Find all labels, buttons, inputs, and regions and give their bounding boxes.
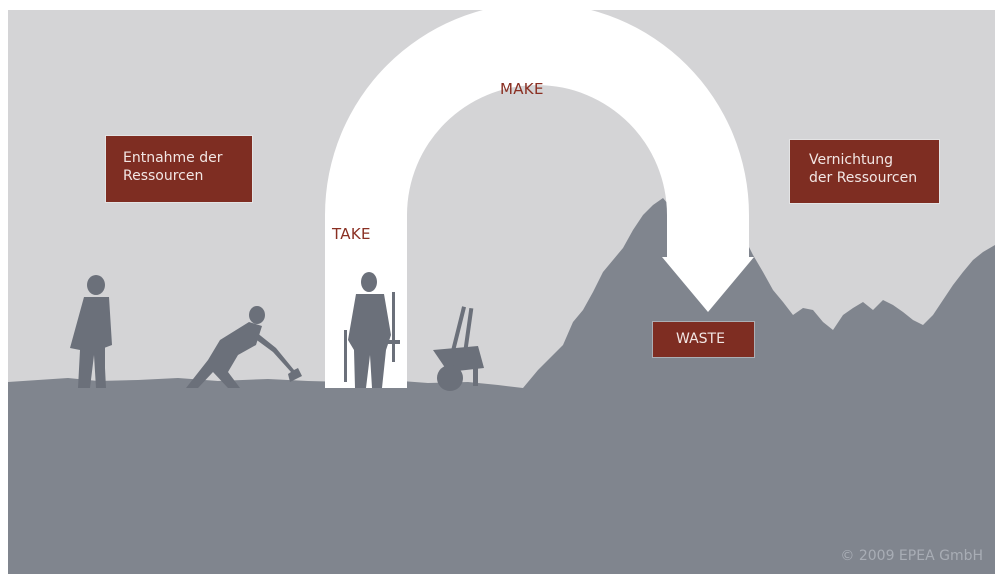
wheelbarrow-icon (433, 306, 484, 391)
worker-with-tools-icon (344, 272, 400, 388)
copyright-notice: © 2009 EPEA GmbH (840, 548, 983, 564)
diagram-frame: Entnahme der Ressourcen Vernichtung der … (8, 10, 995, 574)
take-label: TAKE (332, 225, 371, 243)
worker-hammering-icon (186, 306, 302, 388)
take-make-waste-arrow (325, 10, 754, 388)
make-label: MAKE (500, 80, 544, 98)
ground (8, 195, 995, 574)
waste-box: WASTE (653, 322, 754, 357)
landscape-illustration (8, 10, 995, 574)
worker-standing-icon (70, 275, 112, 388)
extraction-box: Entnahme der Ressourcen (106, 136, 252, 202)
destruction-box: Vernichtung der Ressourcen (790, 140, 939, 203)
